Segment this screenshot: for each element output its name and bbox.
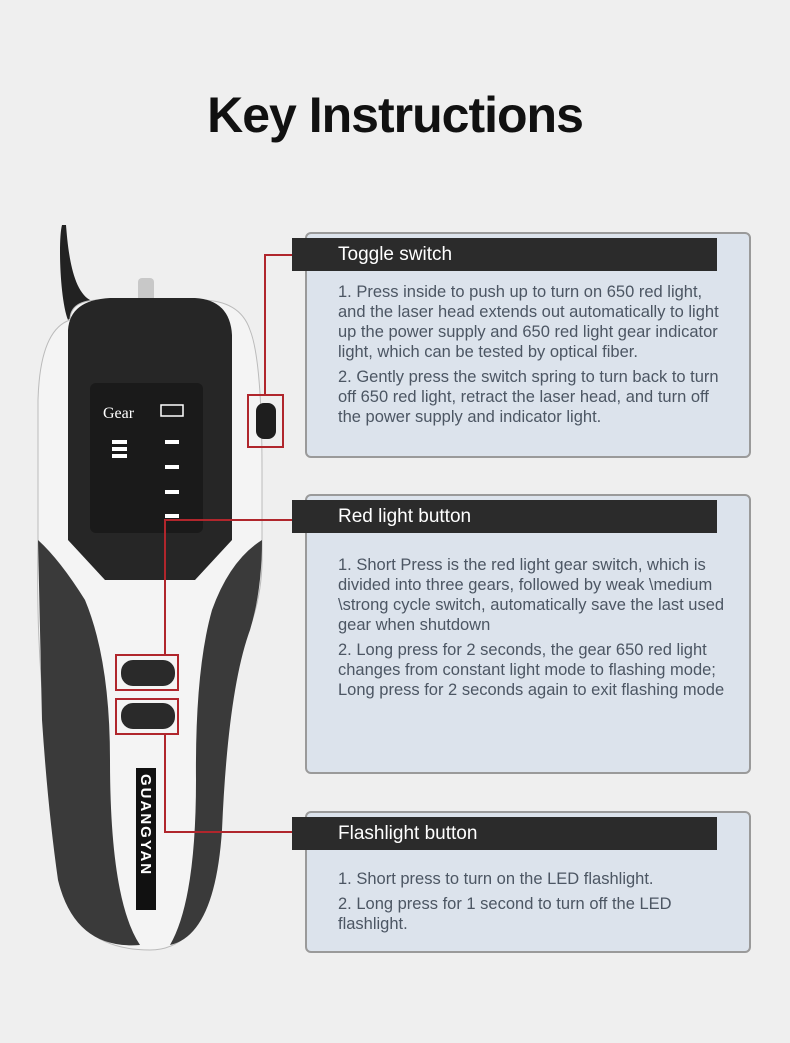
display-panel — [90, 383, 203, 533]
level-bar — [165, 490, 179, 494]
paragraph: 2. Long press for 1 second to turn off t… — [338, 895, 672, 933]
level-bar — [165, 440, 179, 444]
gear-bar — [112, 447, 127, 451]
toggle-switch[interactable] — [256, 403, 276, 439]
gear-bar — [112, 454, 127, 458]
callout-lines — [115, 254, 292, 833]
red-light-panel — [305, 494, 751, 774]
toggle-switch-heading: Toggle switch — [292, 238, 717, 271]
flashlight-button[interactable] — [121, 703, 175, 729]
flashlight-text: 1. Short press to turn on the LED flashl… — [338, 869, 678, 939]
brand-plate — [136, 768, 156, 910]
toggle-switch-text: 1. Press inside to push up to turn on 65… — [338, 282, 733, 432]
level-bar — [165, 465, 179, 469]
left-grip — [38, 540, 140, 946]
battery-icon — [160, 404, 184, 417]
display-gear-label: Gear — [103, 405, 135, 422]
paragraph: 1. Short Press is the red light gear swi… — [338, 556, 725, 634]
page-title: Key Instructions — [207, 87, 584, 143]
red-light-heading: Red light button — [292, 500, 717, 533]
flashlight-heading: Flashlight button — [292, 817, 717, 850]
gear-bar — [112, 440, 127, 444]
paragraph: 1. Press inside to push up to turn on 65… — [338, 283, 719, 361]
level-bar — [165, 514, 179, 518]
right-grip — [170, 540, 262, 945]
red-light-button[interactable] — [121, 660, 175, 686]
paragraph: 2. Long press for 2 seconds, the gear 65… — [338, 641, 725, 699]
red-light-text: 1. Short Press is the red light gear swi… — [338, 555, 733, 705]
lanyard — [60, 225, 90, 320]
paragraph: 2. Gently press the switch spring to tur… — [338, 368, 719, 426]
brand-label: GUANGYAN — [137, 774, 154, 876]
paragraph: 1. Short press to turn on the LED flashl… — [338, 870, 654, 888]
